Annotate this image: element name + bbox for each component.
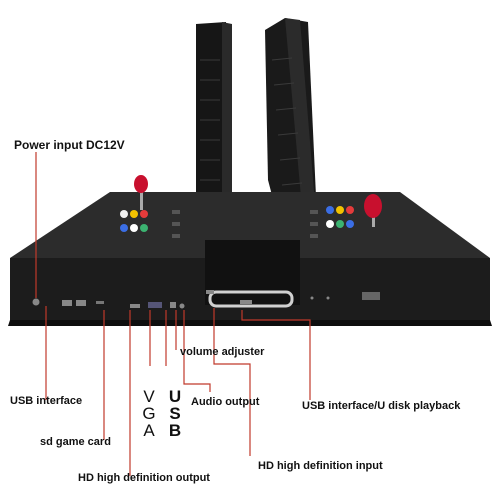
- label-usb-interface: USB interface: [10, 395, 83, 407]
- label-vga: VGA: [142, 387, 156, 440]
- label-hd-output: HD high definition output: [78, 472, 210, 484]
- left-monitor: [196, 22, 232, 240]
- label-power-input: Power input DC12V: [14, 138, 125, 152]
- label-usb-disk-playback: USB interface/U disk playback: [302, 400, 461, 412]
- label-sd-game-card: sd game card: [40, 436, 111, 448]
- label-hd-input: HD high definition input: [258, 460, 383, 472]
- callout-lines: [35, 152, 311, 476]
- right-monitor: [265, 18, 318, 245]
- label-usb: USB: [168, 387, 182, 440]
- label-volume-adjuster: volume adjuster: [180, 346, 265, 358]
- label-audio-output: Audio output: [191, 396, 260, 408]
- console-body: [8, 175, 492, 326]
